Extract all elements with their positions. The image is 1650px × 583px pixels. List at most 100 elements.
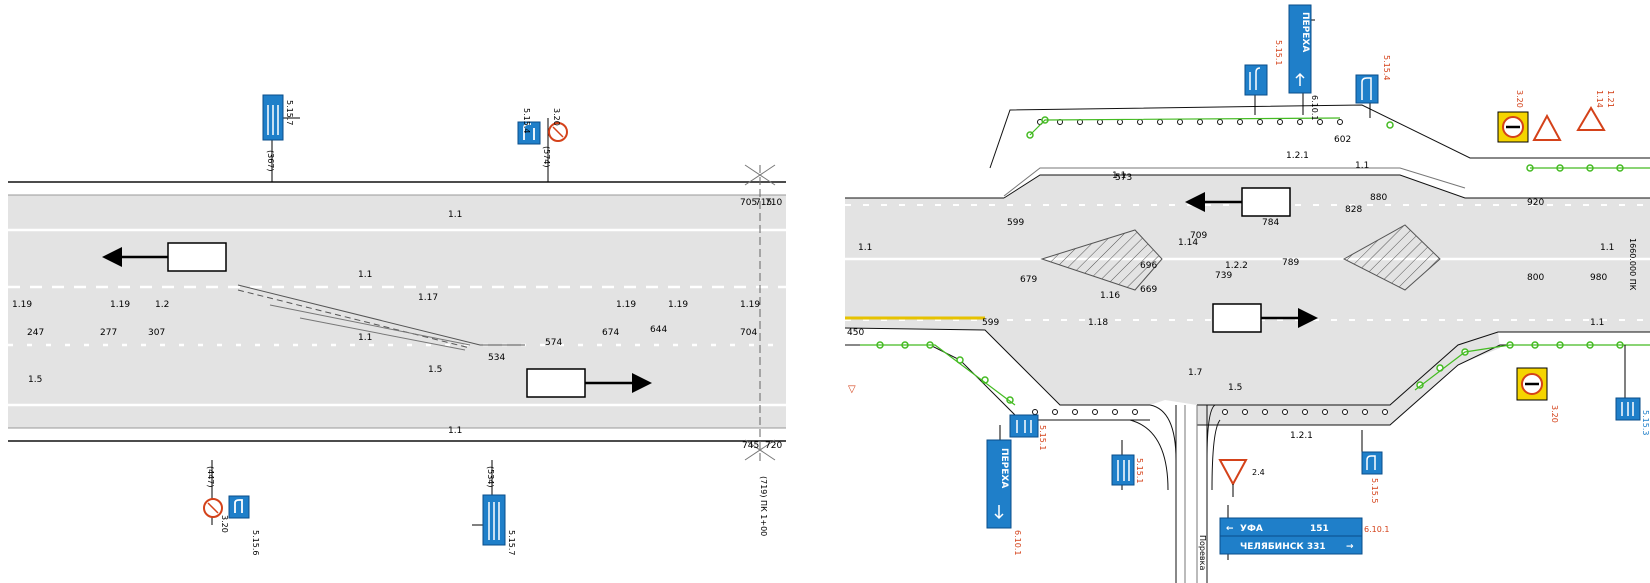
marking-label: 1.1	[448, 210, 462, 220]
chainage-tick	[744, 439, 776, 461]
sign-code: 5.15.4	[1382, 55, 1391, 80]
curb-curve	[1129, 419, 1169, 491]
u-turn-icon	[1366, 455, 1376, 470]
sign-post-group: 3.20 1.14 1.21	[1497, 90, 1615, 143]
no-turn-icon	[207, 502, 219, 514]
barrier-line	[860, 344, 1016, 406]
marking-label: 1.19	[12, 300, 32, 310]
marking-label: 1.1	[1600, 243, 1614, 253]
lane-direction-sign	[1009, 414, 1039, 438]
lane-direction-sign	[1355, 74, 1379, 104]
marking-label: 1.7	[1188, 368, 1202, 378]
direction-box	[167, 242, 227, 272]
merge-taper	[237, 284, 525, 346]
sign-code: 5.15.7	[507, 530, 516, 555]
road-edge	[1197, 331, 1650, 406]
sign-code: 6.10.1	[1364, 525, 1389, 534]
station-label: 709	[1190, 231, 1207, 241]
merge-taper	[299, 317, 466, 351]
station-label: 599	[982, 318, 999, 328]
marking-label: 1.1	[358, 270, 372, 280]
sign-code: 3.20	[1550, 405, 1559, 423]
side-road-name: Поревка	[1198, 535, 1207, 570]
marking-label: 1.2.1	[1286, 151, 1309, 161]
lane-direction-sign	[1111, 454, 1135, 486]
station-label: 789	[1282, 258, 1299, 268]
station-label: 644	[650, 325, 667, 335]
station-label: 880	[1370, 193, 1387, 203]
merge-taper	[269, 304, 471, 346]
guide-board-place: УФА	[1240, 524, 1263, 534]
arrow-up-icon	[1016, 420, 1032, 433]
barrier-line	[1414, 344, 1650, 391]
sign-post-group: 5.15.4 3.20 (574)	[517, 108, 568, 182]
sign-code: 3.20	[552, 108, 561, 126]
marking-label: 1.19	[110, 300, 130, 310]
arrow-up-icon	[267, 105, 279, 135]
station-label: 277	[100, 328, 117, 338]
station-label: (574)	[542, 146, 551, 168]
marking-label: 1.5	[28, 375, 42, 385]
station-label: 450	[847, 328, 864, 338]
right-panel: 1.2.1 1.2.1 1.1 1.1 1.1 1.1 1.16 1.18 1.…	[844, 4, 1650, 583]
sign-post-group: 5.15.4	[1355, 55, 1391, 118]
station-label: 573	[1115, 173, 1132, 183]
guide-sign	[1288, 4, 1312, 94]
sign-post-group: (447) 3.20 5.15.6	[203, 460, 260, 555]
marking-label: 1.1	[358, 333, 372, 343]
station-label: (534)	[486, 466, 495, 488]
station-label: 784	[1262, 218, 1279, 228]
yield-sign	[1218, 459, 1248, 487]
marking-label: 1.1	[858, 243, 872, 253]
marking-label: 1.1	[1590, 318, 1604, 328]
station-label: 710	[765, 198, 782, 208]
station-label: 534	[488, 353, 505, 363]
station-label: 739	[1215, 271, 1232, 281]
marking-label: 1.18	[1088, 318, 1108, 328]
station-label: 574	[545, 338, 562, 348]
marking-label: 1.5	[1228, 383, 1242, 393]
marking-label: 1.2.1	[1290, 431, 1313, 441]
sign-post-group: 5.15.1	[1111, 440, 1144, 490]
road-edge	[844, 327, 1150, 406]
direction-guide-board: ← УФА 151 ЧЕЛЯБИНСК 331 → 6.10.1	[1219, 505, 1389, 560]
arrow-up-icon	[1621, 402, 1634, 416]
station-label: 599	[1007, 218, 1024, 228]
marking-label: 1.1	[1355, 161, 1369, 171]
road-edge	[1003, 174, 1650, 199]
sign-post-group: 5.15.1	[1244, 40, 1283, 115]
station-label: 669	[1140, 285, 1157, 295]
chainage-label: 1660.000 ПК	[1628, 238, 1637, 291]
sign-post-group: 5.15.5	[1361, 430, 1383, 503]
station-label: 696	[1140, 261, 1157, 271]
sign-code: 6.10.1	[1310, 95, 1319, 120]
station-label: 247	[27, 328, 44, 338]
marking-label: 1.1	[448, 426, 462, 436]
station-label: 679	[1020, 275, 1037, 285]
station-label: 674	[602, 328, 619, 338]
sign-code: 3.20	[220, 515, 229, 533]
marking-label: 1.19	[740, 300, 760, 310]
station-label: 800	[1527, 273, 1544, 283]
sign-code: 2.4	[1252, 468, 1265, 477]
sign-post-group: 2.4	[1218, 459, 1265, 497]
marking-label: 1.19	[668, 300, 688, 310]
sign-post-group: ПЕРЕХА 5.15.1 6.10.1	[986, 414, 1047, 555]
direction-box	[1241, 187, 1291, 217]
warning-triangle-icon: ▽	[848, 384, 856, 395]
guide-board-row	[1219, 535, 1363, 555]
marking-label: 1.14	[1178, 238, 1198, 248]
marking-label: 1.2.2	[1225, 261, 1248, 271]
guide-board-place: ЧЕЛЯБИНСК 331	[1240, 542, 1326, 552]
guide-board-distance: 151	[1310, 524, 1329, 534]
sign-code: 3.20	[1515, 90, 1524, 108]
hatched-island	[1040, 229, 1163, 291]
left-panel: 1.1 1.1 1.5 1.5 1.19 1.19 1.19 1.19 1.19…	[8, 94, 786, 555]
road-edge	[989, 104, 1650, 169]
guide-sign-text: ПЕРЕХА	[999, 448, 1009, 488]
carriageway	[8, 195, 786, 428]
station-label: (367)	[266, 150, 275, 172]
lane-direction-sign	[228, 495, 250, 519]
station-label: 602	[1334, 135, 1351, 145]
